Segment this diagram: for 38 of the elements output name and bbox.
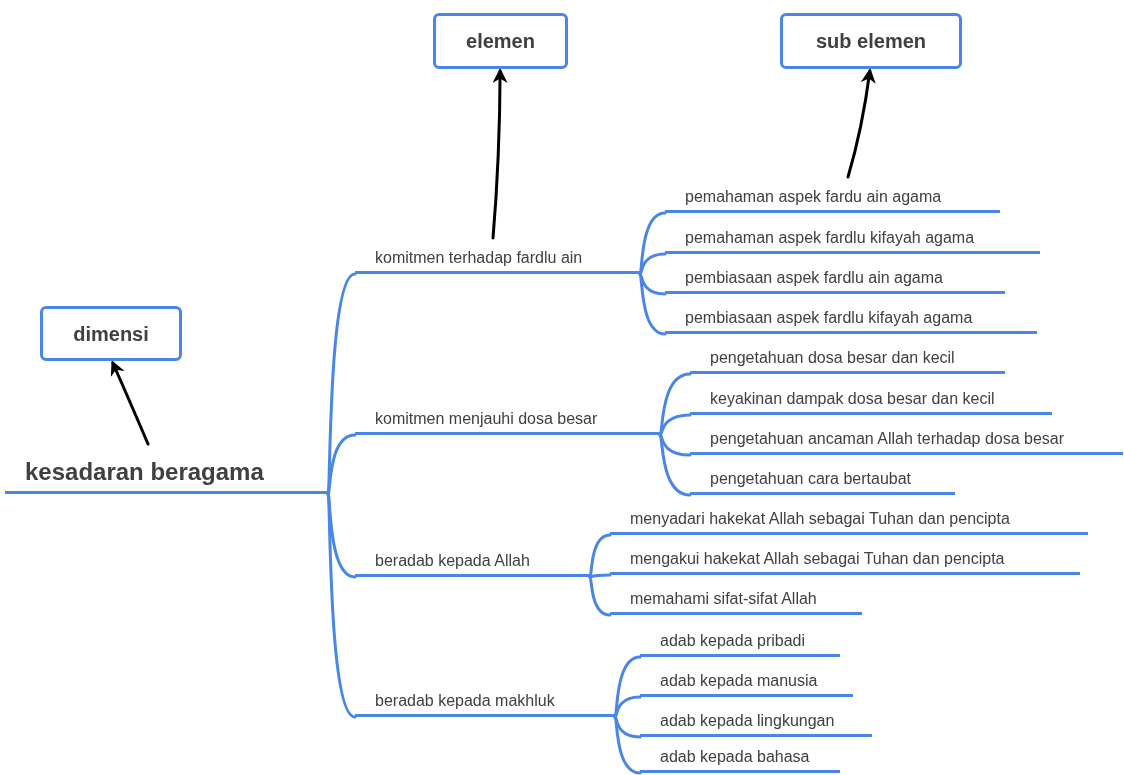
branch-connector xyxy=(588,573,612,579)
arrow xyxy=(110,360,150,446)
arrow xyxy=(846,68,876,179)
branch-topic: pengetahuan cara bertaubat xyxy=(690,465,955,495)
branch-topic: adab kepada lingkungan xyxy=(640,707,872,737)
branch-topic: keyakinan dampak dosa besar dan kecil xyxy=(690,385,1052,415)
label-box: elemen xyxy=(433,13,568,69)
branch-connector xyxy=(638,272,667,296)
branch-topic: komitmen terhadap fardlu ain xyxy=(355,244,640,274)
label-box: sub elemen xyxy=(780,13,962,69)
arrow xyxy=(491,68,508,240)
branch-topic: komitmen menjauhi dosa besar xyxy=(355,405,660,435)
branch-topic: pengetahuan ancaman Allah terhadap dosa besar xyxy=(690,425,1123,455)
branch-connector xyxy=(613,695,642,719)
branch-topic: memahami sifat-sifat Allah xyxy=(610,585,862,615)
branch-topic: pembiasaan aspek fardlu ain agama xyxy=(665,264,1005,294)
branch-topic: adab kepada pribadi xyxy=(640,627,840,657)
branch-topic: pemahaman aspek fardlu kifayah agama xyxy=(665,224,1040,254)
branch-topic: adab kepada manusia xyxy=(640,667,853,697)
branch-topic: beradab kepada makhluk xyxy=(355,687,615,717)
branch-topic: pemahaman aspek fardu ain agama xyxy=(665,183,1000,213)
branch-topic: adab kepada bahasa xyxy=(640,743,840,773)
branch-connector xyxy=(613,715,642,775)
branch-connector xyxy=(638,272,667,336)
branch-connector xyxy=(638,252,667,276)
root-topic: kesadaran beragama xyxy=(5,452,328,494)
branch-connector xyxy=(326,433,357,496)
branch-topic: pembiasaan aspek fardlu kifayah agama xyxy=(665,304,1037,334)
branch-connector xyxy=(658,433,692,497)
branch-topic: menyadari hakekat Allah sebagai Tuhan dan pencipta xyxy=(610,505,1088,535)
branch-connector xyxy=(613,715,642,739)
label-box: dimensi xyxy=(40,306,182,361)
branch-topic: mengakui hakekat Allah sebagai Tuhan dan pencipta xyxy=(610,545,1080,575)
branch-topic: pengetahuan dosa besar dan kecil xyxy=(690,344,1005,374)
branch-connector xyxy=(658,413,692,437)
branch-connector xyxy=(326,492,357,719)
branch-connector xyxy=(658,433,692,457)
branch-topic: beradab kepada Allah xyxy=(355,547,590,577)
